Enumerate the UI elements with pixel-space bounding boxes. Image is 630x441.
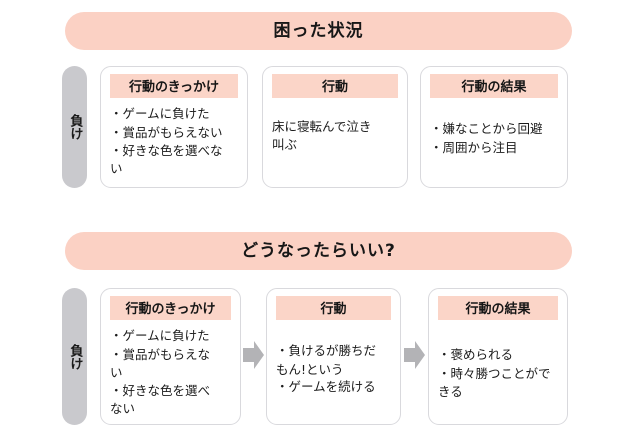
card-body-behavior-problem: 床に寝転んで泣き 叫ぶ xyxy=(272,118,398,154)
list-item: ・賞品がもらえない xyxy=(110,124,223,140)
list-item: ・好きな色を選べ xyxy=(110,382,211,398)
card-header-text: 行動の結果 xyxy=(461,80,527,95)
banner-title-goal: どうなったらいい? xyxy=(241,240,396,261)
list-item: ・時々勝つことがで xyxy=(438,365,551,381)
side-label-bar-goal: 負け xyxy=(62,288,87,425)
card-trigger-problem[interactable]: 行動のきっかけ ・ゲームに負けた ・賞品がもらえない ・好きな色を選べな い xyxy=(100,66,248,188)
body-line: 叫ぶ xyxy=(272,137,298,153)
list-item: ・ゲームを続ける xyxy=(276,379,376,395)
list-item: ・嫌なことから回避 xyxy=(430,121,543,137)
card-header-behavior-problem: 行動 xyxy=(272,74,398,99)
card-trigger-goal[interactable]: 行動のきっかけ ・ゲームに負けた ・賞品がもらえな い ・好きな色を選べ ない xyxy=(100,288,241,425)
arrow-right-icon xyxy=(404,341,425,369)
card-header-text: 行動 xyxy=(321,80,348,95)
card-header-behavior-goal: 行動 xyxy=(276,296,391,321)
list-item-wrap: もん!という xyxy=(276,361,344,377)
list-item: ・賞品がもらえな xyxy=(110,346,211,362)
card-header-text: 行動のきっかけ xyxy=(128,80,220,95)
list-item: ・好きな色を選べな xyxy=(110,142,223,158)
list-item-wrap: ない xyxy=(110,400,136,416)
section-banner-goal: どうなったらいい? xyxy=(65,232,572,270)
list-item-wrap: い xyxy=(110,364,123,380)
side-label-text-problem: 負け xyxy=(67,114,83,140)
card-header-trigger-goal: 行動のきっかけ xyxy=(110,296,231,321)
card-behavior-goal[interactable]: 行動 ・負けるが勝ちだ もん!という ・ゲームを続ける xyxy=(266,288,401,425)
arrow-right-icon xyxy=(243,341,264,369)
card-header-text: 行動 xyxy=(320,302,347,317)
side-label-text-goal: 負け xyxy=(67,343,83,370)
card-body-trigger-goal: ・ゲームに負けた ・賞品がもらえな い ・好きな色を選べ ない xyxy=(110,327,231,417)
section-problem: 困った状況 負け 行動のきっかけ ・ゲームに負けた ・賞品がもらえない ・好きな… xyxy=(0,0,630,220)
list-item: ・ゲームに負けた xyxy=(110,328,210,344)
card-result-problem[interactable]: 行動の結果 ・嫌なことから回避 ・周囲から注目 xyxy=(420,66,568,188)
section-goal: どうなったらいい? 負け 行動のきっかけ ・ゲームに負けた ・賞品がもらえな い… xyxy=(0,221,630,441)
side-label-bar-problem: 負け xyxy=(62,66,87,188)
card-body-result-problem: ・嫌なことから回避 ・周囲から注目 xyxy=(430,120,558,156)
body-line: 床に寝転んで泣き xyxy=(272,119,372,135)
card-header-trigger-problem: 行動のきっかけ xyxy=(110,74,238,99)
card-body-behavior-goal: ・負けるが勝ちだ もん!という ・ゲームを続ける xyxy=(276,342,391,396)
card-body-result-goal: ・褒められる ・時々勝つことがで きる xyxy=(438,346,558,400)
list-item: ・ゲームに負けた xyxy=(110,106,210,122)
list-item: ・負けるが勝ちだ xyxy=(276,343,377,359)
banner-title-problem: 困った状況 xyxy=(273,20,364,41)
list-item: ・褒められる xyxy=(438,347,514,363)
card-behavior-problem[interactable]: 行動 床に寝転んで泣き 叫ぶ xyxy=(262,66,408,188)
card-header-text: 行動のきっかけ xyxy=(125,302,216,317)
card-body-trigger-problem: ・ゲームに負けた ・賞品がもらえない ・好きな色を選べな い xyxy=(110,105,238,178)
card-header-result-problem: 行動の結果 xyxy=(430,74,558,99)
card-header-text: 行動の結果 xyxy=(465,302,531,317)
list-item: ・周囲から注目 xyxy=(430,139,518,155)
card-result-goal[interactable]: 行動の結果 ・褒められる ・時々勝つことがで きる xyxy=(428,288,568,425)
section-banner-problem: 困った状況 xyxy=(65,12,572,50)
list-item-wrap: い xyxy=(110,161,123,177)
list-item-wrap: きる xyxy=(438,383,463,399)
card-header-result-goal: 行動の結果 xyxy=(438,296,558,321)
